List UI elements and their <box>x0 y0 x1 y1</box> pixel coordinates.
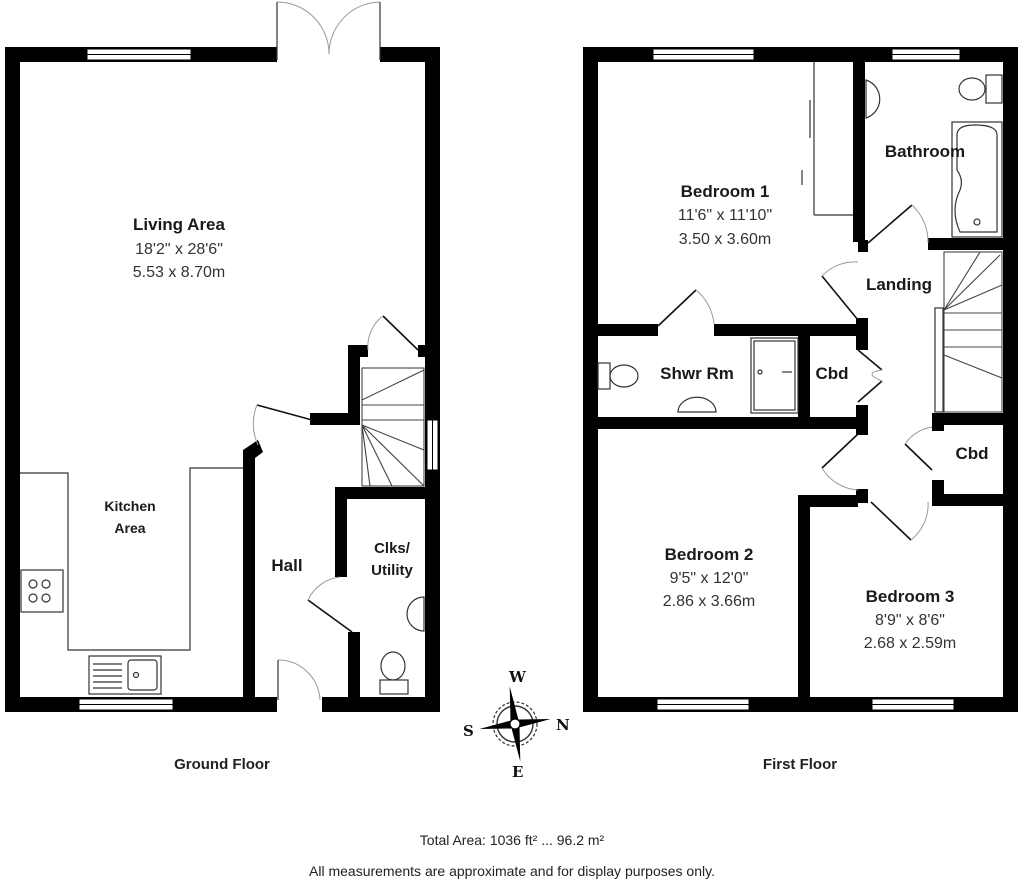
wall <box>425 47 440 712</box>
compass-right-letter: N <box>556 716 570 734</box>
compass-bottom-letter: E <box>512 763 523 781</box>
wall <box>310 413 360 425</box>
disclaimer: All measurements are approximate and for… <box>309 863 715 879</box>
shower-room-name: Shwr Rm <box>660 364 734 383</box>
bedroom1-imperial: 11'6" x 11'10" <box>678 207 772 224</box>
hall-name: Hall <box>271 556 302 575</box>
wall <box>928 238 1006 250</box>
wall <box>932 413 1012 425</box>
wall <box>348 632 360 702</box>
wall <box>335 487 347 577</box>
wall <box>583 47 598 712</box>
first-floor-plan: Bedroom 1 11'6" x 11'10" 3.50 x 3.60m Ba… <box>583 47 1018 773</box>
basin-icon <box>677 396 717 413</box>
bedroom1-name: Bedroom 1 <box>681 182 770 201</box>
hob <box>20 569 64 613</box>
compass-left-letter: S <box>463 722 474 740</box>
bedroom3-metric: 2.68 x 2.59m <box>864 635 957 652</box>
kitchen-name-1: Kitchen <box>104 498 155 514</box>
bedroom2-name: Bedroom 2 <box>665 545 754 564</box>
wall <box>932 494 1012 506</box>
wall <box>348 345 368 357</box>
wall <box>348 345 360 425</box>
cupboard-1-name: Cbd <box>815 364 848 383</box>
kitchen-units <box>20 467 243 695</box>
bathroom-name: Bathroom <box>885 142 965 161</box>
clks-name-2: Utility <box>371 562 413 579</box>
first-floor-label: First Floor <box>763 756 837 773</box>
living-area-imperial: 18'2" x 28'6" <box>135 241 223 258</box>
wall <box>853 60 865 242</box>
wall <box>798 495 810 705</box>
ground-floor-plan: Living Area 18'2" x 28'6" 5.53 x 8.70m K… <box>5 1 440 773</box>
wall <box>380 47 440 62</box>
wall <box>596 324 658 336</box>
compass-top-letter: W <box>508 668 527 686</box>
stair-rail <box>934 307 944 413</box>
toilet-icon <box>609 364 639 388</box>
bedroom2-imperial: 9'5" x 12'0" <box>670 570 749 587</box>
bedroom3-imperial: 8'9" x 8'6" <box>875 612 945 629</box>
wall <box>335 487 430 499</box>
bedroom1-metric: 3.50 x 3.60m <box>679 231 772 248</box>
wall <box>1003 47 1018 712</box>
wall <box>596 417 868 429</box>
landing-name: Landing <box>866 275 932 294</box>
wall <box>322 697 440 712</box>
living-area-metric: 5.53 x 8.70m <box>133 264 226 281</box>
wall <box>243 450 255 700</box>
toilet-icon <box>380 651 406 681</box>
compass-icon: W N E S <box>463 668 570 781</box>
kitchen-name-2: Area <box>114 520 145 536</box>
basin-icon <box>406 596 425 632</box>
wall <box>418 345 428 357</box>
staircase <box>361 367 425 487</box>
wall <box>798 336 810 420</box>
total-area: Total Area: 1036 ft² ... 96.2 m² <box>420 832 605 848</box>
ground-floor-label: Ground Floor <box>174 756 270 773</box>
bedroom3-name: Bedroom 3 <box>866 587 955 606</box>
french-doors <box>276 1 381 60</box>
wall <box>5 47 20 712</box>
bedroom2-metric: 2.86 x 3.66m <box>663 593 756 610</box>
living-area-name: Living Area <box>133 215 225 234</box>
basin-icon <box>865 79 881 119</box>
wall <box>714 324 868 336</box>
staircase <box>934 251 1003 413</box>
toilet-icon <box>958 77 986 101</box>
cupboard-2-name: Cbd <box>955 444 988 463</box>
wardrobe <box>801 62 853 216</box>
bath-icon <box>951 121 1003 238</box>
clks-name-1: Clks/ <box>374 540 411 557</box>
